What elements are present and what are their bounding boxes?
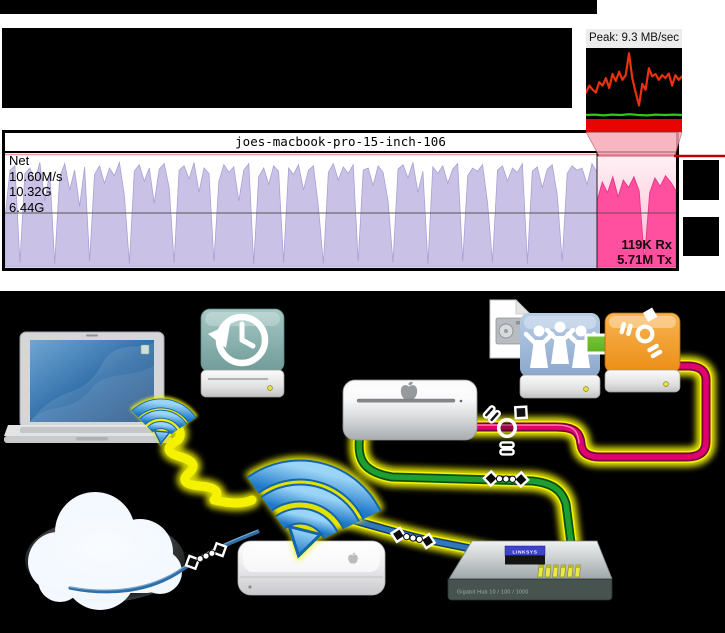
window-title: joes-macbook-pro-15-inch-106: [235, 134, 446, 149]
wifi-signal-squiggle: [158, 410, 260, 511]
wifi-icon-large: [244, 456, 385, 561]
firewire-cable: [460, 356, 716, 467]
stat-rate: 10.60M/s: [9, 168, 63, 184]
peak-line: [586, 52, 682, 107]
mac-mini: [342, 379, 478, 441]
drive-led: [267, 385, 273, 391]
optical-slot: [356, 398, 456, 403]
ethernet-connector-icon: [184, 541, 228, 571]
drive-led: [663, 381, 669, 387]
time-machine-drive: [200, 308, 285, 398]
peak-alert-bar: [586, 119, 682, 132]
window-title-bar[interactable]: joes-macbook-pro-15-inch-106: [5, 133, 676, 153]
network-monitor-window: joes-macbook-pro-15-inch-106 Net 10.6: [2, 130, 679, 271]
desktop-drive-icon: [140, 344, 150, 355]
redacted-region-top: [0, 0, 597, 14]
stat-interface: Net: [9, 153, 30, 168]
firewire-drive: [604, 307, 681, 393]
selection-readout: 119K Rx 5.71M Tx: [597, 237, 672, 267]
redacted-region-right-1: [683, 160, 719, 200]
camera-slot: [86, 334, 98, 337]
net-usage-area: [5, 160, 598, 268]
drive-led: [583, 386, 589, 392]
airport-extreme: [237, 540, 386, 596]
gigabit-switch: LINKSYS Gigabit Hub 10 / 100 / 1000: [447, 540, 613, 601]
stat-rx-total: 10.32G: [9, 184, 52, 199]
status-led: [248, 585, 252, 589]
net-stats: Net 10.60M/s 10.32G 6.44G: [9, 153, 62, 215]
macbook-pro: [4, 331, 172, 443]
switch-ports: [537, 564, 581, 578]
switch-model-label: Gigabit Hub 10 / 100 / 1000: [457, 590, 529, 596]
ethernet-cable-internet: [68, 529, 260, 594]
net-chart-area: Net 10.60M/s 10.32G 6.44G 119K Rx 5.71M …: [5, 153, 676, 268]
ethernet-connector-icon: [482, 469, 530, 489]
baseline-line: [586, 113, 682, 117]
peak-chart: [586, 48, 682, 119]
ethernet-cable-green: [349, 420, 581, 553]
linksys-badge-label: LINKSYS: [513, 549, 538, 555]
selection-tx: 5.71M Tx: [617, 252, 672, 267]
selection-rx: 119K Rx: [621, 237, 672, 252]
redacted-region-main: [2, 28, 572, 108]
peak-meter-panel[interactable]: Peak: 9.3 MB/sec: [586, 29, 682, 132]
peak-label: Peak: 9.3 MB/sec: [586, 29, 682, 48]
selection-area: [596, 174, 676, 268]
apple-logo-icon: [400, 381, 418, 401]
wifi-icon-small: [129, 396, 199, 447]
redacted-region-right-2: [683, 217, 719, 256]
firewire-icon: [619, 307, 663, 359]
net-history-chart: [5, 153, 676, 268]
selection-region[interactable]: [597, 153, 676, 268]
apple-logo-icon: [348, 552, 358, 564]
cloud-icon: [25, 492, 185, 610]
shared-network-drive: [519, 313, 601, 399]
time-machine-icon: [208, 313, 269, 367]
people-sharing-icon: [523, 321, 597, 368]
ethernet-connector-icon: [389, 526, 437, 550]
firewire-connector-icon: [482, 405, 529, 456]
stat-tx-total: 6.44G: [9, 199, 45, 215]
